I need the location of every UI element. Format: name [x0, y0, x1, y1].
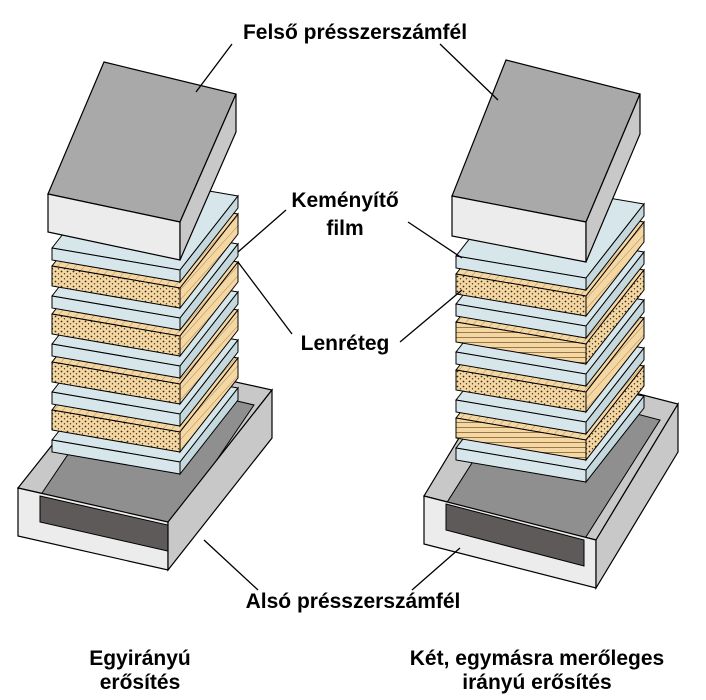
leader-lines [195, 43, 499, 591]
left-press-assembly [16, 61, 274, 572]
right-press-assembly [423, 59, 679, 591]
leader-flax-left [237, 261, 293, 335]
label-hardener-film-line1: Keményítő [291, 189, 399, 212]
label-upper-die: Felső présszerszámfél [242, 21, 468, 44]
leader-lower-right [411, 547, 461, 591]
leader-hardener-right [407, 221, 463, 259]
left-layer-stack [51, 173, 239, 476]
leader-upper-right [439, 43, 499, 101]
caption-left-line2: erősítés [99, 671, 181, 694]
leader-upper-left [195, 43, 233, 93]
label-lower-die: Alsó présszerszámfél [245, 590, 461, 613]
left-upper-die [47, 61, 237, 261]
caption-right-line1: Két, egymásra merőleges [409, 647, 665, 670]
leader-flax-right [399, 289, 463, 343]
leader-lower-left [203, 539, 259, 591]
label-flax-layer: Lenréteg [300, 332, 390, 355]
label-hardener-film-line2: film [326, 217, 364, 240]
right-upper-die [451, 59, 641, 263]
caption-left-line1: Egyirányú [89, 647, 191, 670]
caption-right-line2: irányú erősítés [462, 671, 612, 694]
leader-hardener-left [237, 209, 287, 253]
